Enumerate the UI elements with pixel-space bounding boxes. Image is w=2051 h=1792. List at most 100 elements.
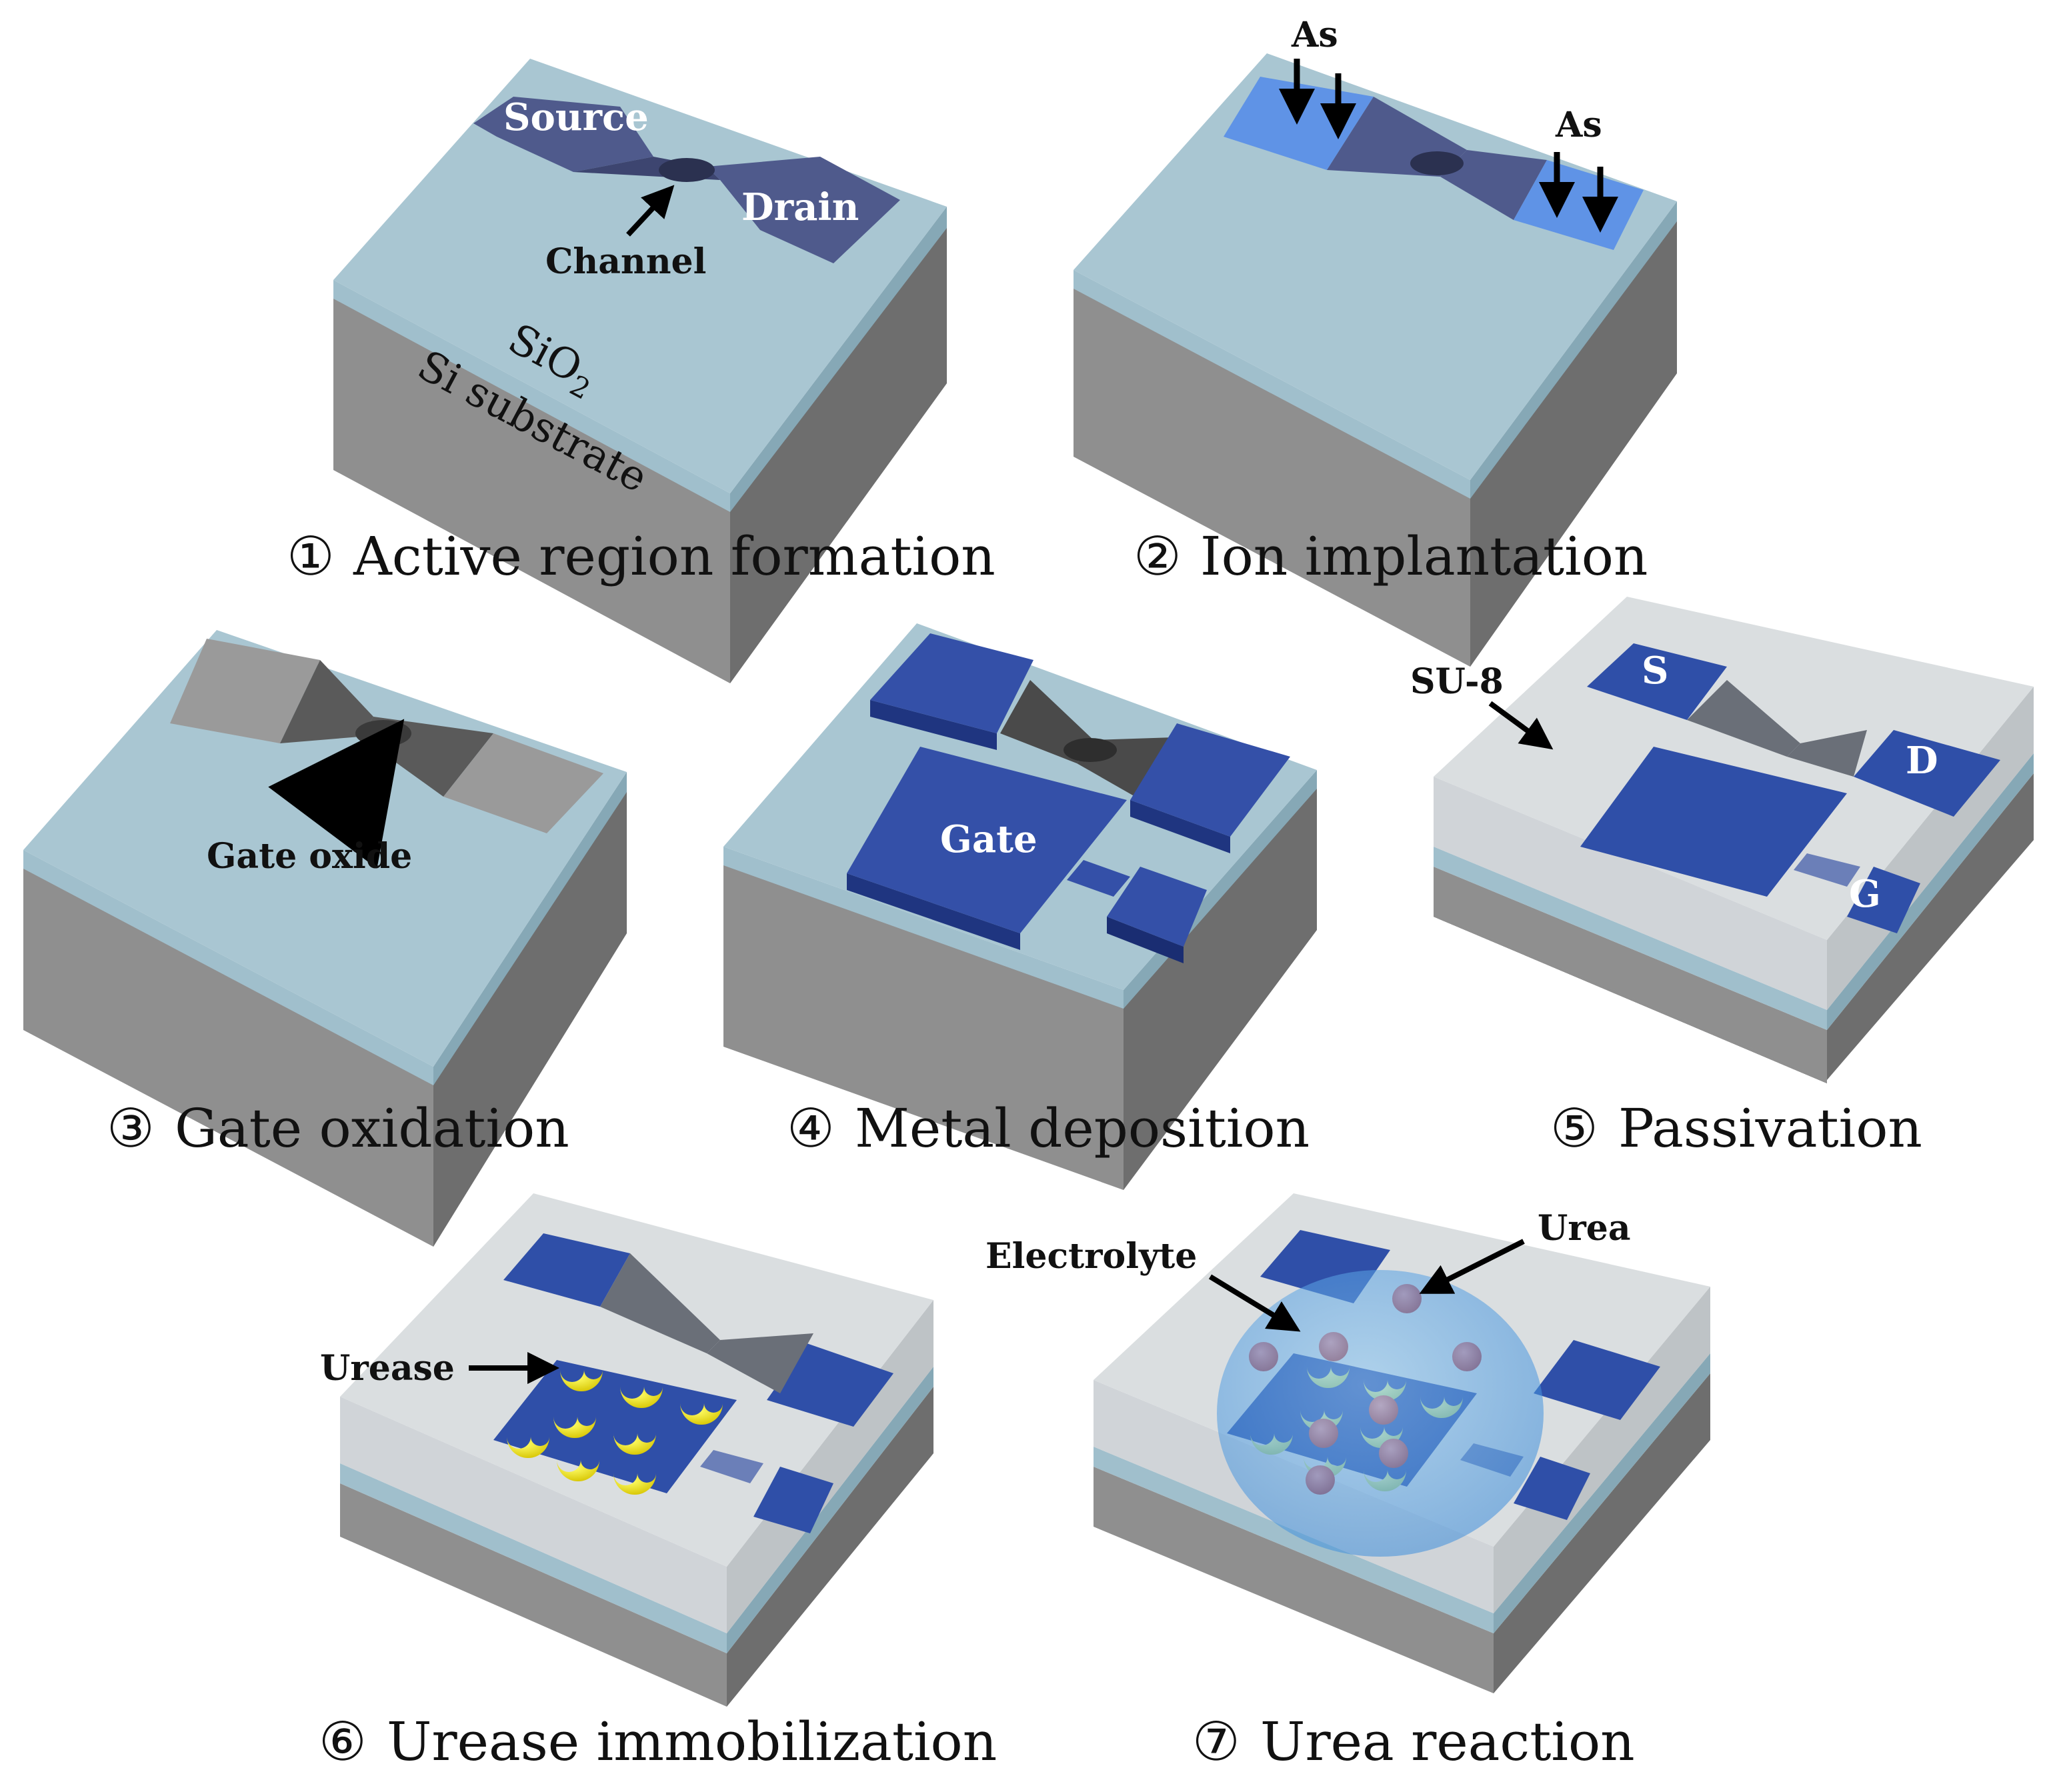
sio2-front [340, 1463, 727, 1653]
panel-1-active-region: Source Drain Channel SiO2 Si substrate [333, 59, 947, 683]
si-substrate-front [23, 867, 433, 1247]
gate-pad [1580, 747, 1847, 897]
nanowire-channel [1410, 151, 1464, 175]
panel-6-urease-immobilization: Urease [320, 1193, 933, 1707]
gate-oxide-channel [355, 720, 411, 747]
step-2-number: ② [1134, 525, 1182, 587]
si-substrate-front [723, 863, 1124, 1190]
gate-pad-top [847, 747, 1127, 933]
urea-label: Urea [1538, 1208, 1631, 1249]
drain-pad [707, 157, 900, 263]
source-taper [1687, 680, 1800, 757]
panel-3-gate-oxidation: Gate oxide [23, 630, 627, 1247]
channel-label: Channel [545, 241, 706, 282]
si-side-face [1827, 773, 2034, 1080]
su8-front [340, 1397, 727, 1633]
g-label: G [1849, 872, 1881, 916]
su8-front [1434, 777, 1827, 1010]
gate-lead [700, 1450, 763, 1483]
drain-label: Drain [741, 185, 859, 229]
sio2-front [333, 280, 730, 512]
si-substrate-side [730, 227, 947, 683]
step-3-number: ③ [107, 1097, 155, 1159]
sio2-front [23, 850, 433, 1085]
electrolyte-droplet [1217, 1270, 1544, 1557]
gate-contact [1514, 1457, 1590, 1520]
si-substrate-front [333, 297, 730, 683]
sio2-side [433, 772, 627, 1085]
urease-molecule [557, 1460, 599, 1481]
drain-taper [707, 1333, 813, 1393]
drain-metal [767, 1343, 893, 1427]
source-pad [473, 97, 653, 172]
step-6-title: Urease immobilization [387, 1711, 997, 1773]
source-label: Source [503, 95, 649, 139]
source-metal [503, 1233, 630, 1307]
step-3-title: Gate oxidation [175, 1097, 569, 1159]
drain-metal-side [1130, 800, 1230, 853]
step-1-title: Active region formation [353, 525, 995, 587]
source-region [170, 639, 320, 743]
su8-arrow [1488, 701, 1554, 750]
step-5-title: Passivation [1618, 1097, 1922, 1159]
sio2-side [1494, 1353, 1710, 1633]
step-5-number: ⑤ [1550, 1097, 1598, 1159]
nanowire-channel [659, 158, 715, 182]
step-4-title: Metal deposition [855, 1097, 1310, 1159]
panel-7-urea-reaction: Electrolyte Urea [985, 1193, 1710, 1693]
source-taper [600, 1253, 720, 1353]
si-substrate-side [1124, 787, 1317, 1190]
source-metal-side [870, 700, 997, 750]
gate-lead [1067, 860, 1130, 897]
electrolyte-arrow [1208, 1274, 1301, 1332]
si-front-face [1434, 867, 1827, 1080]
electrolyte-label: Electrolyte [985, 1236, 1197, 1277]
si-side-face [1494, 1373, 1710, 1693]
gate-label: Gate [940, 817, 1038, 861]
channel-arrow [626, 185, 675, 237]
sio2-front [1094, 1447, 1494, 1633]
nanowire-channel [1064, 738, 1117, 762]
gate-contact [753, 1467, 833, 1533]
si-side-face [727, 1387, 933, 1707]
step-6-number: ⑥ [319, 1711, 367, 1773]
step-4-number: ④ [787, 1097, 835, 1159]
gate-oxide-arrow [268, 719, 405, 869]
as-label-left: As [1291, 15, 1338, 55]
as-label-right: As [1555, 105, 1602, 145]
step-7-number: ⑦ [1192, 1711, 1240, 1773]
sio2-front [1434, 847, 1827, 1030]
source-metal-top [870, 633, 1034, 733]
s-label: S [1642, 649, 1668, 693]
source-metal [1587, 643, 1727, 720]
urease-molecule [507, 1437, 549, 1458]
drain-taper [1440, 150, 1547, 220]
urease-molecule [553, 1417, 596, 1438]
drain-metal [1534, 1340, 1660, 1420]
step-7-title: Urea reaction [1260, 1711, 1635, 1773]
drain-taper [1787, 730, 1867, 777]
panel-4-metal-deposition: Gate [723, 623, 1317, 1190]
su8-label: SU-8 [1410, 661, 1504, 702]
si-substrate-side [433, 790, 627, 1247]
sio2-side [730, 207, 947, 512]
drain-metal-top [1130, 723, 1290, 837]
urease-label: Urease [320, 1348, 455, 1389]
si-substrate-front [1074, 287, 1470, 667]
gate-lead [1794, 853, 1860, 887]
drain-metal [1854, 730, 2000, 817]
silicon-front [1434, 915, 1827, 1083]
gate-oxide-label: Gate oxide [207, 836, 412, 877]
gate-pad-side [847, 873, 1020, 950]
step-2-title: Ion implantation [1200, 525, 1648, 587]
gate-contact [1847, 867, 1920, 933]
d-label: D [1906, 739, 1938, 783]
urease-molecule [620, 1387, 663, 1408]
si-substrate-side [1470, 220, 1677, 667]
sio2-side [1827, 753, 2034, 1030]
step-1-number: ① [287, 525, 335, 587]
urease-molecule [680, 1403, 723, 1425]
gate-pad [493, 1360, 737, 1493]
gate-contact-top [1107, 867, 1207, 947]
